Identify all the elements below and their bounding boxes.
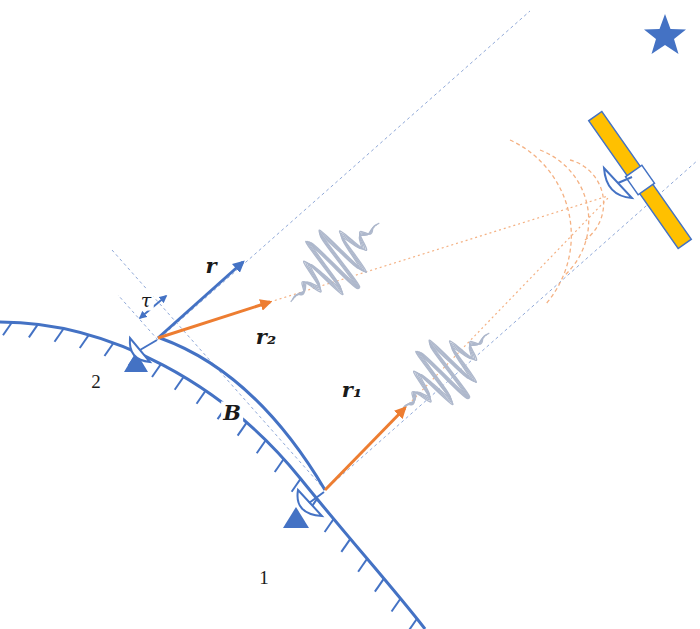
wave-packets [291,223,490,412]
earth-hatching [3,322,417,629]
direction-lines [112,11,698,490]
vector-label: r [203,254,218,277]
hatch-tick [238,423,247,436]
satellite-rays [270,196,608,408]
hatch-tick [257,440,266,453]
hatch-tick [55,329,64,342]
hatch-tick [275,459,284,472]
satellite-vector [325,408,405,490]
hatch-tick [29,324,38,337]
satellite-wavefronts [510,140,604,305]
hatch-tick [341,539,350,552]
vector-label: r₁ [340,378,364,401]
hatch-tick [325,519,334,532]
hatch-tick [375,579,384,592]
wave-line [405,335,487,407]
baseline [160,338,325,490]
hatch-tick [175,377,184,390]
hatch-tick [392,599,401,612]
hatch-tick [292,479,301,492]
satellite-icon [589,112,692,249]
delay-label: τ [139,290,154,311]
station-number: 2 [89,372,103,393]
radio-source-star [644,14,686,54]
hatch-tick [197,391,206,404]
station-antenna [283,490,324,528]
hatch-tick [104,343,113,356]
wave-line [297,223,379,295]
hatch-tick [152,364,161,377]
source-vector [158,262,243,338]
station-antenna [124,338,157,372]
earth-surface [0,322,425,629]
baseline-label: B [221,401,243,424]
hatch-tick [358,559,367,572]
station-number: 1 [257,568,271,589]
hatch-tick [80,335,89,348]
wave-line [407,333,489,405]
hatch-tick [3,322,12,335]
vector-label: r₂ [254,325,278,348]
hatch-tick [408,619,417,629]
wave-line [295,225,377,297]
